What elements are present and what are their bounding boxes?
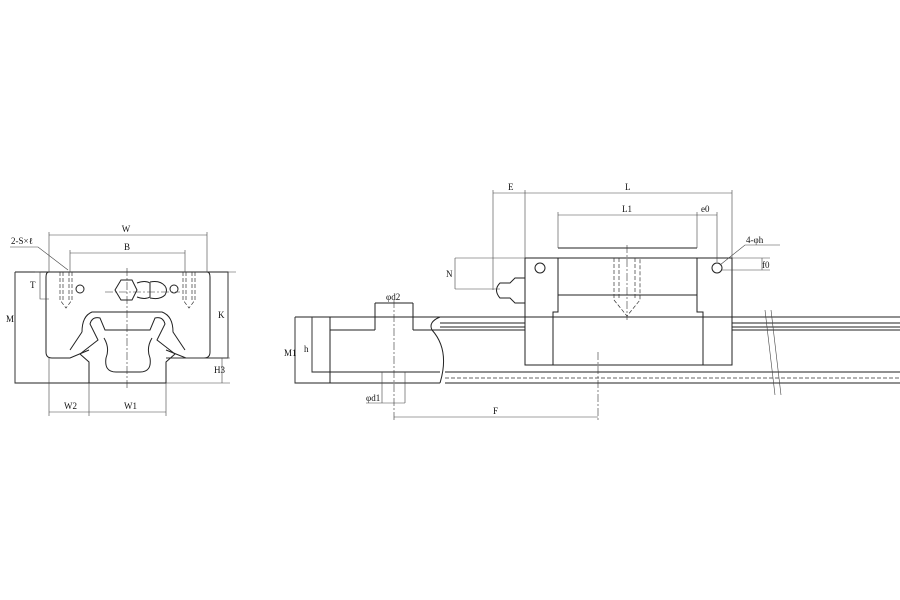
carriage-outline: [14, 271, 229, 384]
screw-leader: [10, 246, 69, 271]
dim-L1-e0: [557, 212, 718, 262]
label-screw: 2-S×ℓ: [11, 236, 33, 246]
tapped-hole-right: [182, 272, 196, 309]
rail-groove: [103, 337, 153, 373]
dim-E-L: [492, 190, 733, 290]
label-h: h: [304, 344, 309, 354]
label-K: K: [218, 310, 225, 320]
dim-f0: [722, 257, 770, 271]
label-e0: e0: [701, 204, 710, 214]
dim-M1-h: [294, 317, 313, 383]
label-M: M: [6, 314, 14, 324]
rail-profile: [79, 317, 176, 384]
dim-N: [454, 257, 525, 290]
side-hole-left-icon: [75, 284, 85, 294]
dim-W2-W1: [48, 358, 167, 416]
break-lines: [764, 309, 782, 396]
dim-W: [48, 232, 208, 272]
label-E: E: [508, 182, 514, 192]
label-W: W: [122, 224, 131, 234]
label-T: T: [30, 280, 36, 290]
dim-H3: [166, 357, 230, 384]
dim-T: [35, 271, 49, 300]
label-W1: W1: [124, 401, 137, 411]
label-d2: φd2: [386, 292, 400, 302]
label-F: F: [493, 406, 498, 416]
label-H3: H3: [214, 365, 225, 375]
label-d1: φd1: [366, 393, 380, 403]
label-L: L: [625, 182, 631, 192]
label-L1: L1: [622, 204, 632, 214]
dim-B: [69, 250, 186, 272]
hole-d1: [381, 372, 406, 403]
front-view: W B 2-S×ℓ T M K H3 W2 W1: [6, 224, 236, 416]
holes-leader: [719, 244, 780, 266]
label-f0: f0: [762, 260, 770, 270]
label-W2: W2: [64, 401, 77, 411]
label-holes: 4-φh: [746, 235, 764, 245]
carriage-body: [524, 247, 733, 366]
reference-hole-right-icon: [711, 262, 723, 274]
carriage-inner-recess: [69, 311, 186, 351]
rail-lines: [440, 322, 900, 328]
grease-nipple-side: [496, 277, 525, 304]
label-M1: M1: [284, 348, 297, 358]
reference-hole-left-icon: [534, 262, 546, 274]
side-hole-right-icon: [169, 284, 179, 294]
carriage-center-line: [597, 245, 628, 420]
tapped-hole-left: [59, 272, 73, 309]
label-N: N: [446, 269, 453, 279]
label-B: B: [124, 242, 130, 252]
side-view: E L L1 e0 4-φh f0 N φd2 M1 h φd1 F: [284, 182, 900, 420]
grease-nipple-front: [114, 279, 167, 301]
dim-K: [227, 271, 236, 358]
